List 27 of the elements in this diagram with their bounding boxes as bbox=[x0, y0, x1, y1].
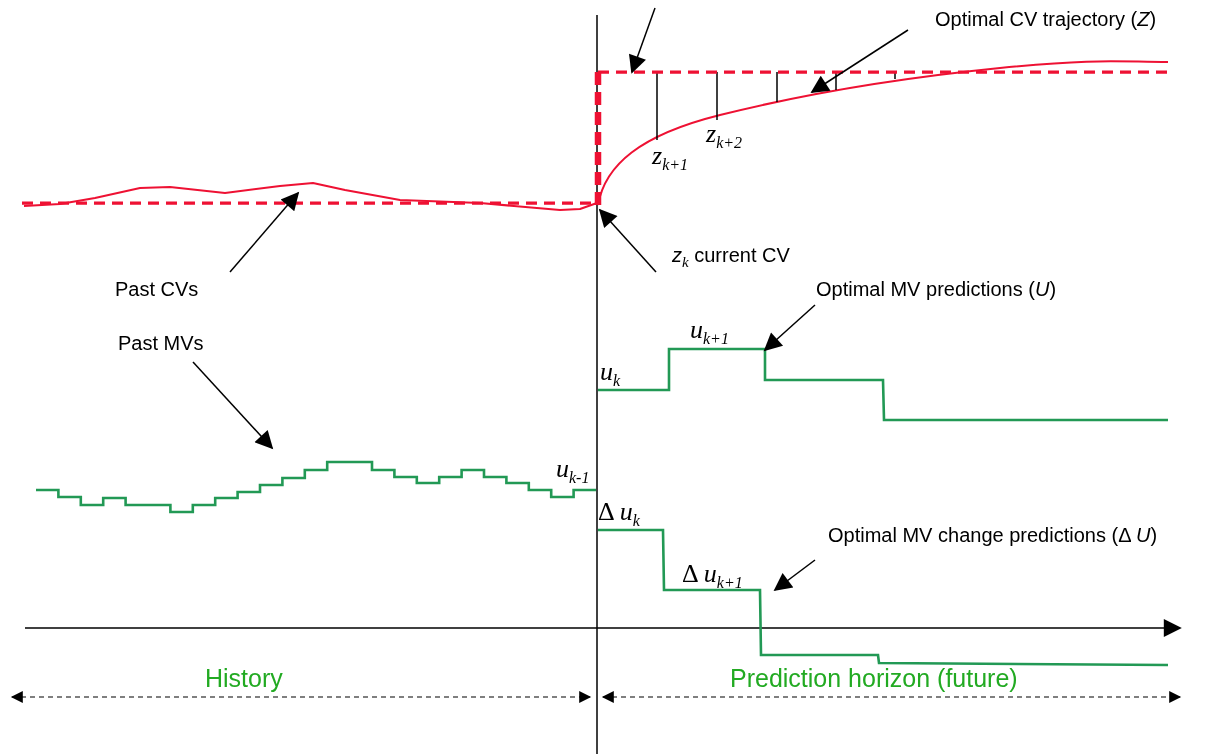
callout-text: Optimal MV change predictions (Δ U) bbox=[828, 524, 1158, 546]
math-label: u$_{k-1}$ bbox=[556, 455, 590, 487]
callout-text: Optimal CV trajectory (Z) bbox=[935, 8, 1157, 30]
leader-arrow bbox=[763, 304, 816, 352]
leader-arrow bbox=[229, 191, 300, 273]
mv-step-line bbox=[598, 347, 1168, 422]
math-label: z$_{k+2}$ bbox=[706, 120, 743, 152]
math-label: Δ u$_{k}$ bbox=[598, 498, 640, 530]
callout-text: z$_{k}$ current CV bbox=[672, 244, 790, 271]
callout-text: Optimal MV predictions (U) bbox=[816, 278, 1057, 300]
axis-label: Prediction horizon (future) bbox=[730, 664, 1018, 693]
callout-text: Past CVs bbox=[115, 278, 199, 300]
axis-label: History bbox=[205, 664, 283, 693]
mv-change-step-line bbox=[598, 528, 1168, 667]
callout-text: Past MVs bbox=[118, 332, 204, 354]
leader-arrow bbox=[810, 29, 909, 93]
leader-arrow bbox=[629, 7, 656, 74]
math-label: u$_{k}$ bbox=[600, 358, 621, 390]
math-label: Δ u$_{k+1}$ bbox=[682, 560, 743, 592]
leader-arrow bbox=[192, 361, 274, 450]
math-label: u$_{k+1}$ bbox=[690, 316, 729, 348]
leader-arrow bbox=[598, 208, 657, 273]
past-mv-step-line bbox=[34, 460, 596, 514]
past-cv-curve bbox=[23, 182, 598, 211]
setpoint-line bbox=[22, 70, 1168, 205]
math-label: z$_{k+1}$ bbox=[652, 142, 689, 174]
leader-arrow bbox=[773, 559, 816, 592]
